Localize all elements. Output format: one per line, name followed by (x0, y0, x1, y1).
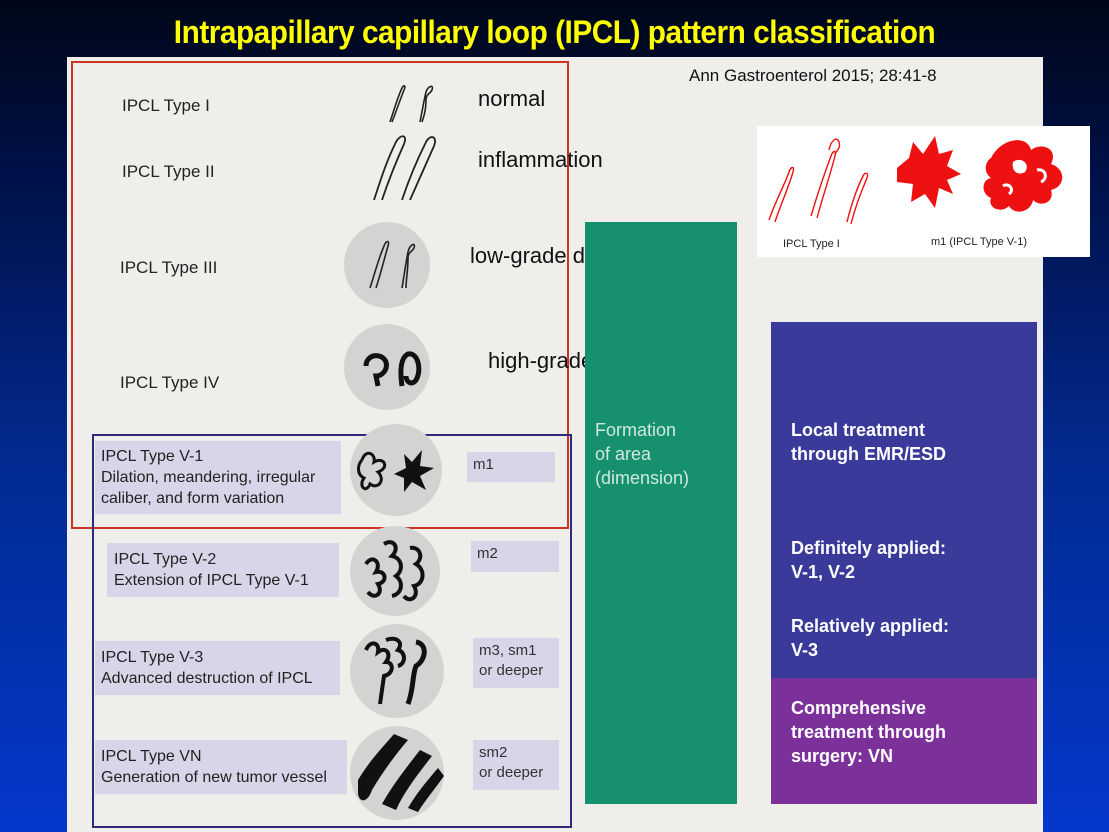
depth-box-type-v3: m3, sm1 or deeper (473, 638, 559, 688)
type-v2-name: IPCL Type V-2 (114, 551, 217, 568)
type-v2-desc: Extension of IPCL Type V-1 (114, 572, 309, 589)
depth-v3-text-2: or deeper (479, 662, 544, 679)
vessel-circle-type-v2 (350, 526, 440, 616)
inset-caption-right: m1 (IPCL Type V-1) (931, 236, 1027, 248)
type-v3-desc: Advanced destruction of IPCL (101, 670, 313, 687)
surgery-treatment-column: Comprehensive treatment through surgery:… (771, 678, 1037, 804)
formation-of-area-text: Formation of area (dimension) (595, 418, 689, 490)
row-label-type-3: IPCL Type III (120, 258, 218, 277)
label-box-type-v1: IPCL Type V-1 Dilation, meandering, irre… (95, 441, 341, 514)
label-box-type-v2: IPCL Type V-2 Extension of IPCL Type V-1 (107, 543, 339, 597)
vessel-type-vn-icon (358, 734, 444, 812)
label-box-type-v3: IPCL Type V-3 Advanced destruction of IP… (95, 641, 340, 695)
type-vn-name: IPCL Type VN (101, 748, 202, 765)
citation: Ann Gastroenterol 2015; 28:41-8 (689, 66, 937, 85)
green-line-1: Formation (595, 420, 677, 440)
formation-of-area-column: Formation of area (dimension) (585, 222, 737, 804)
row-label-type-1: IPCL Type I (122, 96, 210, 115)
type-v1-name: IPCL Type V-1 (101, 448, 204, 465)
type-v1-desc-1: Dilation, meandering, irregular (101, 469, 316, 486)
vessel-type-2-icon (373, 135, 436, 201)
slide-title: Intrapapillary capillary loop (IPCL) pat… (173, 14, 936, 50)
vessel-type-1-icon (389, 85, 434, 123)
relatively-applied-text: Relatively applied: V-3 (791, 616, 950, 660)
vessel-type-v1-icon (357, 450, 434, 492)
depth-vn-text-1: sm2 (479, 744, 508, 761)
vessel-type-4-icon (363, 351, 422, 387)
red-outline-frame (71, 61, 569, 529)
depth-box-type-v1: m1 (467, 452, 555, 482)
vessel-type-v3-icon (364, 636, 427, 705)
row-label-type-4: IPCL Type IV (120, 373, 220, 392)
surgery-treatment-text: Comprehensive treatment through surgery:… (791, 698, 946, 766)
annotation-normal: normal (478, 86, 546, 111)
type-vn-desc: Generation of new tumor vessel (101, 769, 327, 786)
annotation-inflammation: inflammation (478, 147, 603, 172)
depth-box-type-v2: m2 (471, 541, 559, 572)
depth-v3-text-1: m3, sm1 (479, 642, 537, 659)
vessel-type-3-icon (369, 240, 416, 289)
depth-vn-text-2: or deeper (479, 764, 544, 781)
depth-box-type-vn: sm2 or deeper (473, 740, 559, 790)
label-box-type-vn: IPCL Type VN Generation of new tumor ves… (95, 740, 347, 794)
green-line-2: of area (595, 444, 652, 464)
row-label-type-2: IPCL Type II (122, 162, 215, 181)
type-v1-desc-2: caliber, and form variation (101, 490, 285, 507)
local-treatment-text: Local treatment through EMR/ESD (791, 420, 946, 464)
local-treatment-column: Local treatment through EMR/ESD Definite… (771, 322, 1037, 678)
inset-caption-left: IPCL Type I (783, 238, 840, 250)
vessel-inset: IPCL Type I m1 (IPCL Type V-1) (757, 126, 1090, 257)
depth-v1-text: m1 (473, 456, 494, 473)
definitely-applied-text: Definitely applied: V-1, V-2 (791, 538, 947, 582)
type-v3-name: IPCL Type V-3 (101, 649, 204, 666)
vessel-type-v2-icon (364, 540, 425, 602)
green-line-3: (dimension) (595, 468, 690, 488)
m1-red-icon (897, 136, 1063, 212)
blue-outline-frame (92, 434, 572, 828)
depth-v2-text: m2 (477, 545, 498, 562)
vessel-circle-type-3 (344, 222, 430, 308)
ipcl-type-1-red-icon (768, 138, 869, 225)
